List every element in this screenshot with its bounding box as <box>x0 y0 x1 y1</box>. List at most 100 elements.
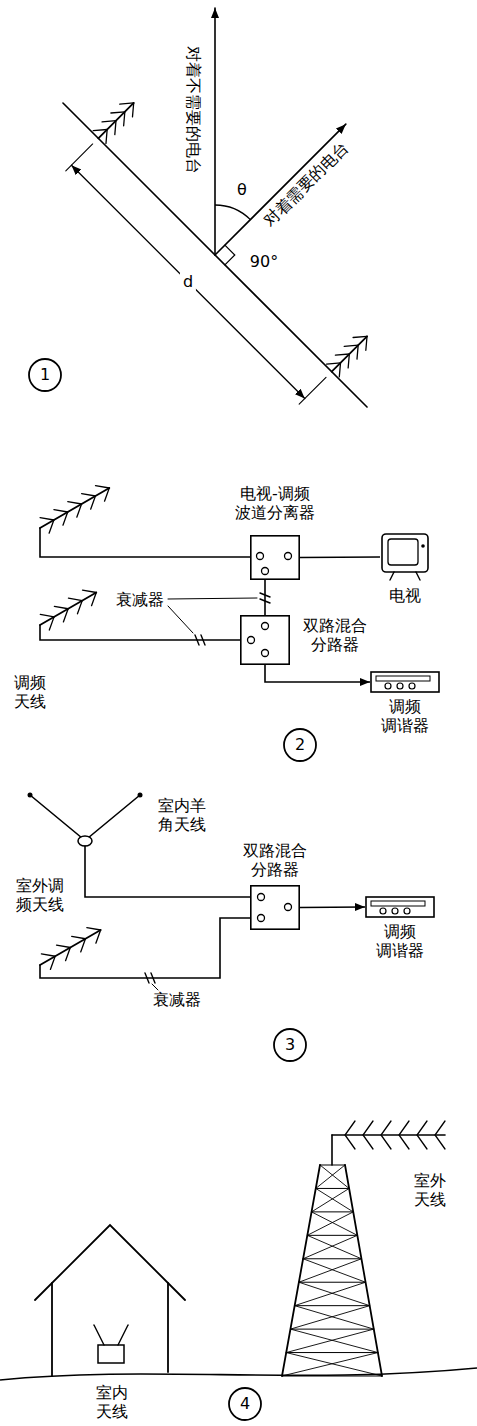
antenna-element <box>66 948 71 961</box>
part-label: 室内羊 角天线 <box>156 796 209 834</box>
tuner-knob <box>380 908 386 914</box>
device-outline <box>240 615 290 665</box>
tower-rung <box>286 1352 378 1353</box>
tuner-knob <box>404 908 410 914</box>
antenna-element <box>54 606 68 608</box>
antenna-element <box>63 609 68 622</box>
tower-brace <box>282 1353 378 1376</box>
tv-cabinet <box>382 534 428 572</box>
antenna-element <box>91 496 96 509</box>
tower-brace <box>303 1259 365 1282</box>
feed-wire <box>40 528 250 557</box>
tower-brace <box>312 1212 358 1235</box>
house-wall <box>51 1283 53 1376</box>
antenna-element <box>399 1121 409 1149</box>
antenna-element <box>353 336 367 337</box>
tower-brace <box>307 1212 353 1235</box>
antenna-element <box>102 121 116 122</box>
device-outline <box>250 535 300 580</box>
feed-wire <box>40 625 240 640</box>
tuner-knob <box>409 683 415 689</box>
part-label: 室外调 频天线 <box>14 876 67 914</box>
tower-brace <box>290 1306 369 1329</box>
antenna-element <box>49 617 54 630</box>
attenuator-symbol <box>195 635 199 645</box>
angle-arc <box>215 205 250 220</box>
tuner-dial <box>371 901 425 906</box>
callout-circle <box>29 359 61 391</box>
tower-rung <box>307 1235 357 1236</box>
tv-leg <box>390 572 394 580</box>
leader-line <box>152 984 158 990</box>
terminal <box>248 637 255 644</box>
antenna-element <box>124 112 125 126</box>
tower-rung <box>282 1376 382 1377</box>
terminal <box>262 623 269 630</box>
antenna-boom <box>40 593 96 626</box>
device-box: 双路混合 分路器 <box>250 885 300 930</box>
part-label: 衰减器 <box>153 990 201 1009</box>
tv-set: 电视 <box>380 532 430 582</box>
antenna-element <box>92 593 97 606</box>
antenna-element <box>40 614 54 616</box>
tuner-case <box>366 897 434 917</box>
antenna-element <box>363 1121 373 1149</box>
extension-line <box>299 377 326 404</box>
callout-circle <box>229 1388 261 1420</box>
antenna-element <box>77 601 82 614</box>
antenna-element <box>327 363 341 364</box>
tower-rung <box>312 1211 354 1212</box>
antenna-element <box>63 512 68 525</box>
terminal <box>285 904 292 911</box>
antenna-element <box>345 1121 355 1149</box>
box-border <box>251 886 299 929</box>
antenna-element <box>105 488 110 501</box>
antenna-boom <box>40 488 109 528</box>
rabbit-ear-tip <box>138 793 143 798</box>
tv-knob <box>421 544 425 548</box>
antenna-element <box>344 345 358 346</box>
antenna-element <box>82 494 96 496</box>
terminal <box>262 650 269 657</box>
antenna-element <box>93 129 107 130</box>
antenna-element <box>72 936 86 938</box>
indoor-antenna-base <box>98 1345 124 1363</box>
tower-brace <box>312 1188 350 1211</box>
antenna-element <box>83 590 97 592</box>
tower-brace <box>299 1259 362 1282</box>
house-wall <box>167 1283 169 1372</box>
rabbit-ear <box>88 795 140 838</box>
tower-brace <box>295 1306 374 1329</box>
angle-label: 90° <box>250 252 278 271</box>
signal-cable <box>265 665 370 682</box>
antenna-boom <box>332 1134 445 1136</box>
device-label: 电视 <box>389 586 421 605</box>
callout-number: 2 <box>295 735 305 754</box>
signal-cable <box>300 906 365 908</box>
terminal <box>258 915 265 922</box>
right-angle-mark <box>225 245 235 265</box>
antenna-mast <box>331 1135 333 1165</box>
leader-line <box>168 598 257 599</box>
antenna-element <box>57 945 71 947</box>
tv-screen <box>388 539 418 565</box>
device-label: 调频 调谐器 <box>374 922 427 960</box>
tower-brace <box>290 1329 377 1352</box>
antenna-element <box>68 502 82 504</box>
fm-tuner: 调频 调谐器 <box>365 893 435 921</box>
direction-label: 对着需要的电台 <box>260 138 353 231</box>
tuner-dial <box>376 676 430 681</box>
antenna-element <box>132 103 133 117</box>
antenna-element <box>435 1121 445 1149</box>
indoor-antenna-rod <box>118 1325 128 1345</box>
antenna-element <box>41 954 55 956</box>
tower-brace <box>320 1165 349 1188</box>
house-roof <box>35 1225 185 1300</box>
tower-leg <box>345 1165 382 1376</box>
tower-brace <box>316 1188 353 1211</box>
device-box: 双路混合 分路器 <box>240 615 290 665</box>
antenna-element <box>366 336 367 350</box>
callout-number: 3 <box>285 1035 295 1054</box>
feed-wire <box>40 918 250 978</box>
